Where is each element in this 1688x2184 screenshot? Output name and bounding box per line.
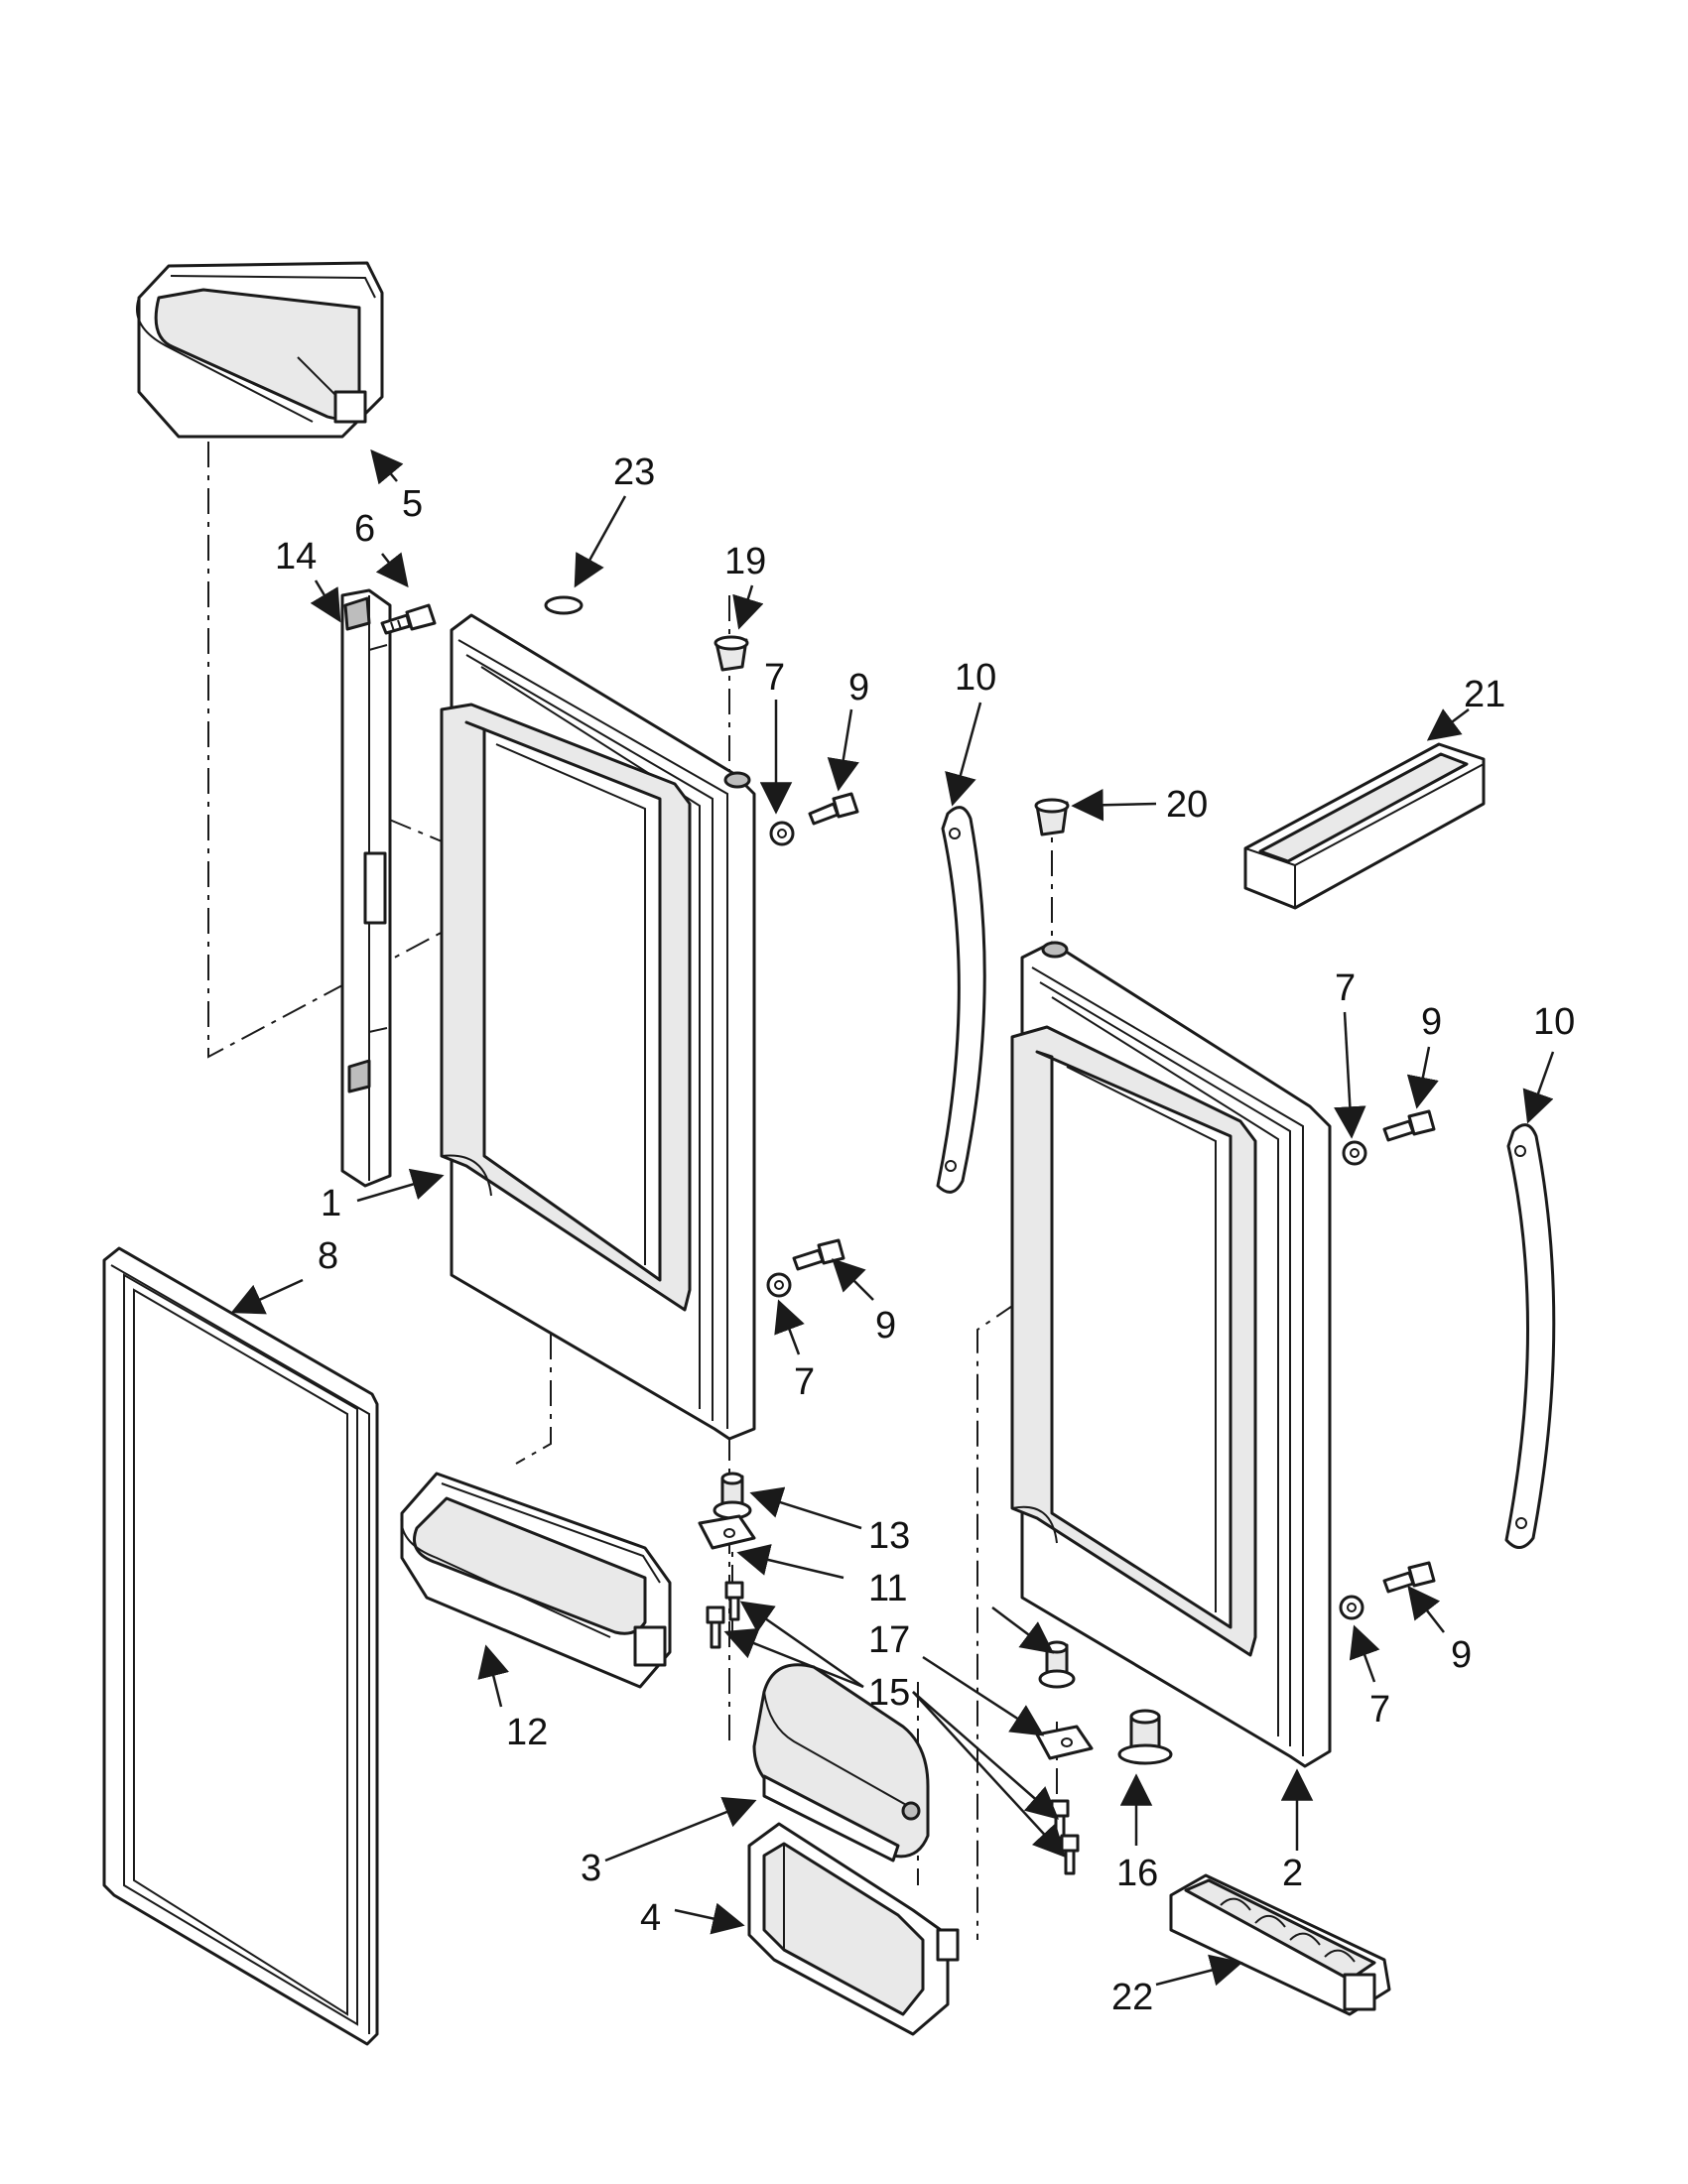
- callout-10-a: 10: [955, 657, 996, 699]
- callout-5: 5: [402, 483, 423, 525]
- washer-part-7-right-lower: [1339, 1595, 1364, 1620]
- egg-tray-part-22: [1169, 1873, 1391, 2016]
- callout-22: 22: [1111, 1977, 1153, 2018]
- callout-9-a: 9: [848, 667, 869, 708]
- ring-part-23: [544, 595, 584, 615]
- door-gasket-part-8: [102, 1246, 379, 2046]
- callout-15: 15: [868, 1672, 910, 1714]
- callout-9-c: 9: [875, 1305, 896, 1347]
- callout-7-b: 7: [1335, 967, 1356, 1009]
- callout-1: 1: [321, 1183, 341, 1224]
- hinge-cap-part-16: [1117, 1709, 1173, 1765]
- dispenser-cover-part-3: [752, 1663, 930, 1863]
- callout-20: 20: [1166, 784, 1208, 826]
- hinge-bracket-part-17-left: [698, 1514, 756, 1550]
- callout-7-a: 7: [764, 657, 785, 699]
- washer-part-7-left-upper: [769, 821, 795, 846]
- right-door-part-2: [1010, 941, 1332, 1768]
- callout-7-c: 7: [794, 1361, 815, 1403]
- callout-4: 4: [640, 1897, 661, 1939]
- screw-part-9-left-upper: [808, 792, 859, 826]
- hinge-pin-part-13-left: [713, 1472, 752, 1520]
- screw-part-9-left-lower: [792, 1238, 845, 1271]
- callout-3: 3: [581, 1848, 601, 1889]
- callout-labels: 5 23 6 14 19 7 9 10 21 20 7 9 10 1 8 9 7…: [275, 451, 1575, 2018]
- hinge-pin-part-11-right: [1038, 1640, 1076, 1689]
- screw-part-9-right-upper: [1382, 1109, 1436, 1142]
- callout-8: 8: [318, 1235, 338, 1277]
- callout-2: 2: [1282, 1853, 1303, 1894]
- callout-16: 16: [1116, 1853, 1158, 1894]
- leader-arrows: [230, 449, 1555, 1987]
- screw-part-15-right-a: [1050, 1799, 1070, 1840]
- callout-7-d: 7: [1369, 1689, 1390, 1731]
- washer-part-7-left-lower: [766, 1272, 792, 1298]
- screw-part-6: [380, 603, 437, 635]
- door-bin-part-12: [400, 1472, 672, 1689]
- callout-14: 14: [275, 536, 317, 578]
- callout-17: 17: [868, 1619, 910, 1661]
- door-handle-part-10-right: [1504, 1123, 1556, 1549]
- callout-9-d: 9: [1451, 1634, 1472, 1676]
- left-door-part-1: [440, 613, 756, 1441]
- hinge-bracket-part-17-right: [1035, 1725, 1094, 1760]
- callout-19: 19: [724, 541, 766, 582]
- bushing-part-19: [714, 635, 749, 672]
- callout-12: 12: [506, 1712, 548, 1753]
- screw-part-9-right-lower: [1382, 1561, 1436, 1594]
- callout-21: 21: [1464, 674, 1505, 715]
- screw-part-15-right-b: [1060, 1834, 1080, 1875]
- callout-6: 6: [354, 508, 375, 550]
- screw-part-15-left-b: [706, 1606, 725, 1649]
- callout-11: 11: [868, 1568, 907, 1609]
- shelf-bin-part-21: [1243, 742, 1486, 910]
- bushing-part-20: [1034, 798, 1070, 836]
- dispenser-bin-part-4: [747, 1822, 960, 2036]
- hinge-bar-part-14: [340, 588, 392, 1188]
- screw-part-15-left-a: [724, 1581, 744, 1621]
- washer-part-7-right-upper: [1342, 1140, 1367, 1166]
- door-bin-part-5: [136, 261, 384, 439]
- callout-13: 13: [868, 1515, 910, 1557]
- door-handle-part-10-left: [936, 806, 986, 1194]
- callout-9-b: 9: [1421, 1001, 1442, 1043]
- callout-23: 23: [613, 451, 655, 493]
- callout-10-b: 10: [1533, 1001, 1575, 1043]
